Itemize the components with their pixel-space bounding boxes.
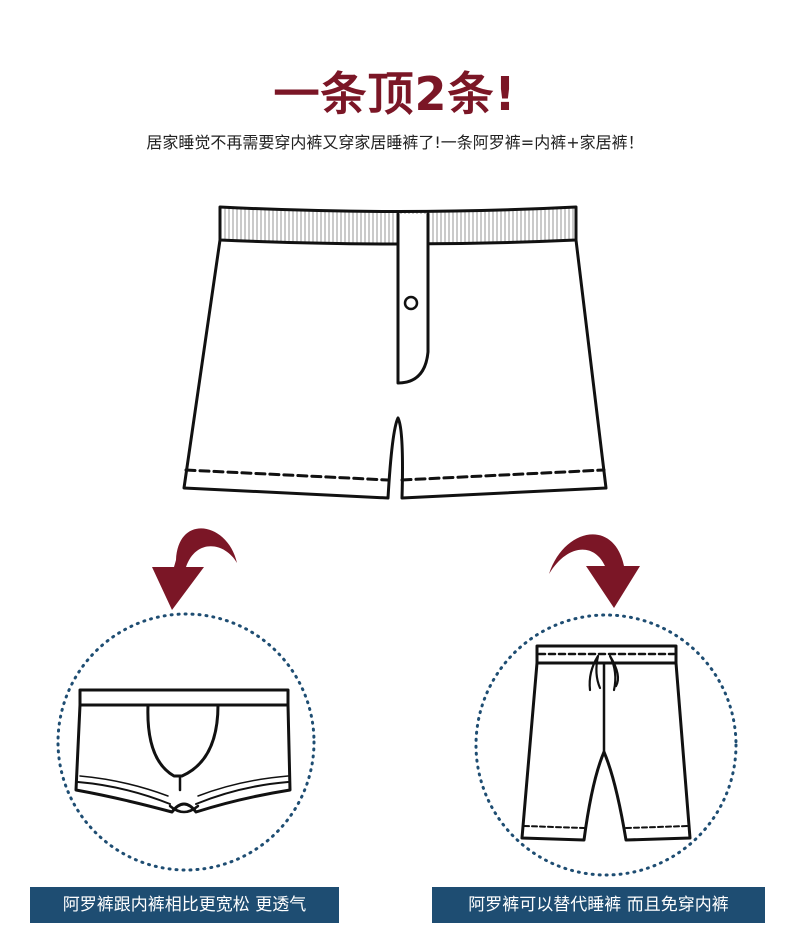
left-dotted-circle <box>56 612 316 872</box>
boxer-briefs-illustration <box>74 688 292 814</box>
hem-stitch-left <box>184 468 390 482</box>
caption-right: 阿罗裤可以替代睡裤 而且免穿内裤 <box>468 895 729 915</box>
headline: 一条顶2条! <box>273 67 517 121</box>
boxer-shorts-illustration <box>182 205 608 500</box>
right-arrow-icon <box>549 534 640 608</box>
briefs-pouch <box>146 703 220 778</box>
sleep-outline <box>520 661 692 842</box>
briefs-waistband <box>78 688 290 707</box>
hem-stitch-right <box>400 468 606 482</box>
caption-right-bg <box>432 887 765 923</box>
caption-left-bg <box>30 887 339 923</box>
right-dotted-circle <box>474 613 738 877</box>
drawstring <box>588 654 620 692</box>
shorts-outline <box>182 238 608 500</box>
briefs-outline <box>74 703 292 814</box>
fly-button <box>403 295 419 311</box>
sleep-shorts-illustration <box>520 644 692 842</box>
caption-left: 阿罗裤跟内裤相比更宽松 更透气 <box>62 895 307 915</box>
subheadline: 居家睡觉不再需要穿内裤又穿家居睡裤了!一条阿罗裤=内裤+家居裤！ <box>146 133 644 152</box>
left-arrow-icon <box>152 528 237 610</box>
